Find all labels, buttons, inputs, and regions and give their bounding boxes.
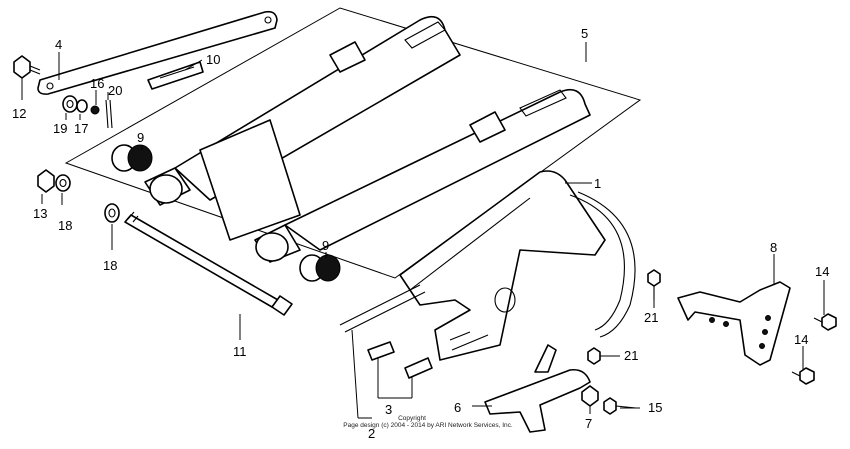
callout-18-right: 18 [58, 218, 72, 233]
callout-20: 20 [108, 83, 122, 98]
bolt-21-upper [647, 269, 661, 300]
callout-9-upper: 9 [137, 130, 144, 145]
callout-18-left: 18 [103, 258, 117, 273]
callout-5: 5 [581, 26, 588, 41]
callout-21-lower: 21 [624, 348, 638, 363]
callout-13: 13 [33, 206, 47, 221]
callout-14-upper: 14 [815, 264, 829, 279]
master-link-3 [367, 341, 433, 379]
copyright-line1: Copyright [398, 415, 426, 422]
callout-10: 10 [206, 52, 220, 67]
callout-6: 6 [454, 400, 461, 415]
callout-12: 12 [12, 106, 26, 121]
bolt-12 [13, 55, 41, 79]
callout-7: 7 [585, 416, 592, 431]
collar-7 [581, 385, 599, 407]
chain-slider-6 [484, 344, 591, 433]
callout-3: 3 [385, 402, 392, 417]
bushing-9-lower [299, 254, 341, 282]
bolt-14-lower [791, 367, 815, 385]
leader-lines [21, 42, 825, 419]
copyright-line2: Page design (c) 2004 - 2014 by ARI Netwo… [343, 422, 513, 429]
callout-labels: 1 2 3 4 5 6 7 8 9 9 10 11 12 13 14 14 15… [12, 26, 829, 441]
bolt-15 [603, 397, 637, 415]
callout-21-upper: 21 [644, 310, 658, 325]
callout-2: 2 [368, 426, 375, 441]
callout-9-lower: 9 [322, 238, 329, 253]
drive-chain-2 [339, 191, 636, 338]
callout-1: 1 [594, 176, 601, 191]
bolt-14-upper [813, 313, 837, 331]
small-hardware-19-17-16-20 [62, 95, 113, 129]
callout-14-lower: 14 [794, 332, 808, 347]
callout-8: 8 [770, 240, 777, 255]
bracket-8 [677, 281, 791, 366]
callout-11: 11 [233, 344, 247, 359]
chain-case-1 [399, 170, 606, 361]
swingarm-body [144, 15, 591, 263]
nut-13-washer-18 [37, 169, 71, 193]
callout-16: 16 [90, 76, 104, 91]
callout-4: 4 [55, 37, 62, 52]
chain-adjuster-plate [37, 10, 278, 95]
pivot-bolt-11 [104, 203, 293, 316]
copyright-notice: Copyright Page design (c) 2004 - 2014 by… [343, 415, 513, 429]
callout-17: 17 [74, 121, 88, 136]
callout-19: 19 [53, 121, 67, 136]
bushing-9-upper [111, 144, 153, 172]
callout-15: 15 [648, 400, 662, 415]
